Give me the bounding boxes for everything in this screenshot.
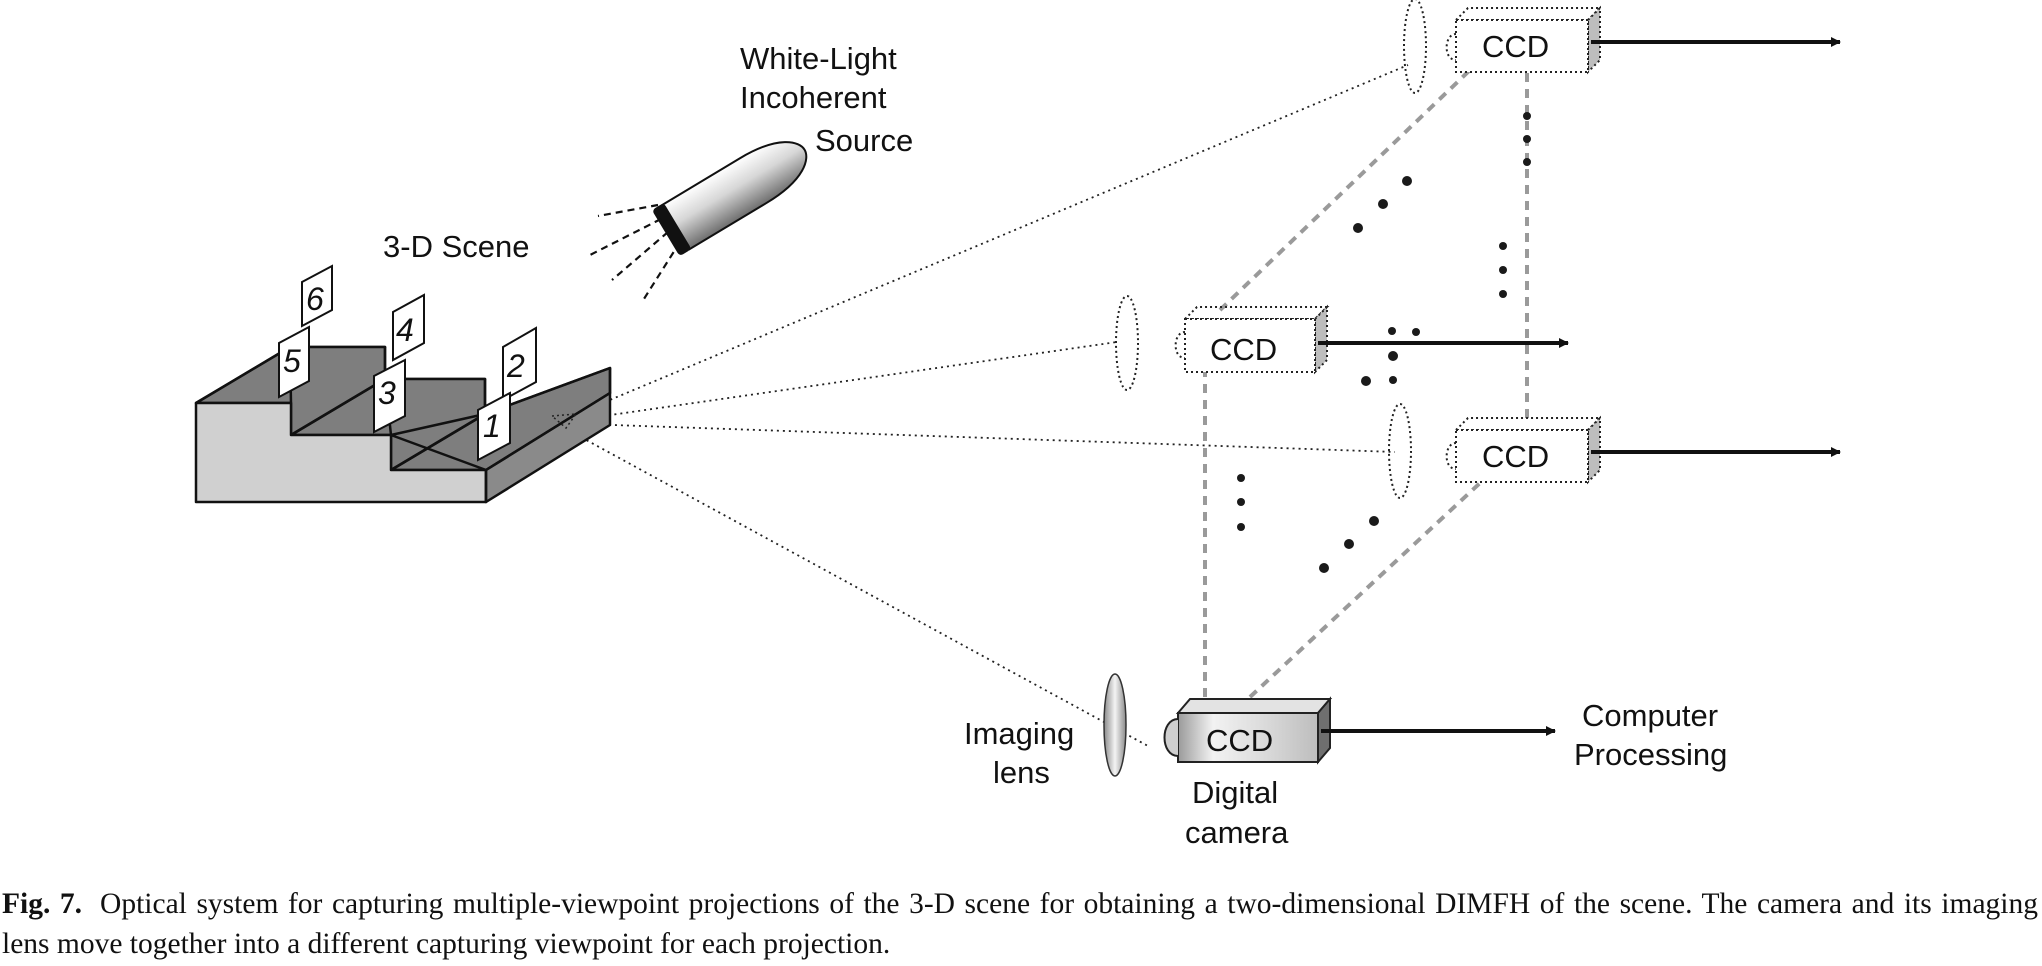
camera-label-middle: CCD bbox=[1210, 332, 1277, 367]
svg-text:4: 4 bbox=[396, 312, 414, 348]
light-source bbox=[589, 141, 808, 303]
label-lens: lens bbox=[993, 755, 1050, 790]
label-camera: camera bbox=[1185, 815, 1289, 850]
label-computer: Computer bbox=[1582, 698, 1718, 733]
figure-number: Fig. 7. bbox=[2, 888, 83, 920]
imaging-lens bbox=[1103, 673, 1127, 777]
digital-camera: CCD bbox=[1103, 673, 1556, 777]
scene-card-6: 6 bbox=[301, 264, 333, 328]
label-3d-scene: 3-D Scene bbox=[383, 229, 529, 264]
ccd-camera-top: CCD bbox=[1403, 0, 1841, 94]
ray-to-middle-lens bbox=[554, 341, 1118, 424]
camera-label-digital: CCD bbox=[1206, 723, 1273, 758]
svg-text:6: 6 bbox=[306, 281, 324, 317]
ccd-camera-right: CCD bbox=[1388, 403, 1841, 499]
scene-cards: 6 5 4 3 2 1 bbox=[278, 264, 537, 462]
camera-label-right: CCD bbox=[1482, 439, 1549, 474]
light-rays bbox=[554, 64, 1409, 747]
camera-motion-paths bbox=[1203, 68, 1529, 699]
label-source: Source bbox=[815, 123, 913, 158]
ray-to-imaging-lens bbox=[554, 422, 1149, 747]
label-processing: Processing bbox=[1574, 737, 1727, 772]
caption-text: Optical system for capturing multiple-vi… bbox=[2, 888, 2038, 960]
label-imaging: Imaging bbox=[964, 716, 1074, 751]
scene-card-1: 1 bbox=[477, 391, 511, 462]
ccd-camera-middle: CCD bbox=[1115, 295, 1569, 391]
figure-caption: Fig. 7.Optical system for capturing mult… bbox=[2, 884, 2038, 964]
ray-to-top-lens bbox=[554, 64, 1409, 424]
scene-card-3: 3 bbox=[373, 358, 406, 434]
svg-text:2: 2 bbox=[506, 348, 525, 384]
lens-right bbox=[1388, 403, 1412, 499]
svg-text:5: 5 bbox=[283, 343, 301, 379]
camera-label-top: CCD bbox=[1482, 29, 1549, 64]
scene-spot bbox=[550, 413, 578, 430]
svg-text:1: 1 bbox=[483, 408, 501, 444]
scene-card-2: 2 bbox=[502, 326, 537, 402]
optical-system-diagram: 6 5 4 3 2 1 bbox=[194, 0, 1841, 850]
svg-text:3: 3 bbox=[378, 375, 396, 411]
ellipsis-dots bbox=[1237, 112, 1531, 573]
diagram-labels: White-Light Incoherent Source 3-D Scene … bbox=[383, 41, 1727, 850]
scene-card-5: 5 bbox=[278, 325, 310, 399]
lens-top bbox=[1403, 0, 1427, 94]
path-middle-to-top bbox=[1218, 68, 1472, 312]
label-incoherent: Incoherent bbox=[740, 80, 887, 115]
scene-card-4: 4 bbox=[392, 293, 425, 362]
label-digital: Digital bbox=[1192, 775, 1278, 810]
lens-middle bbox=[1115, 295, 1139, 391]
path-digital-to-right bbox=[1248, 481, 1482, 699]
label-white-light: White-Light bbox=[740, 41, 897, 76]
ray-to-right-lens bbox=[554, 422, 1396, 453]
